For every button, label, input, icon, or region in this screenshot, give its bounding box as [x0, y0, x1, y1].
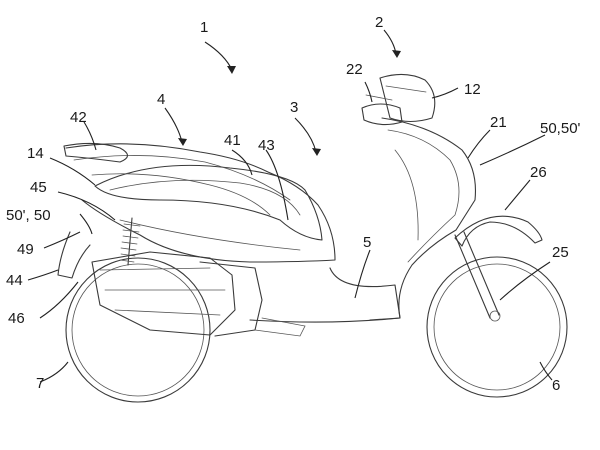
label-26: 26	[530, 164, 547, 181]
label-6: 6	[552, 377, 560, 394]
label-41: 41	[224, 132, 241, 149]
label-2: 2	[375, 14, 383, 31]
label-5: 5	[363, 234, 371, 251]
rear-mudguard	[57, 231, 91, 279]
label-44: 44	[6, 272, 23, 289]
label-12: 12	[464, 81, 481, 98]
label-49: 49	[17, 241, 34, 258]
label-7: 7	[36, 375, 44, 392]
label-3: 3	[290, 99, 298, 116]
grab-rail	[63, 142, 129, 163]
label-22: 22	[346, 61, 363, 78]
label-25: 25	[552, 244, 569, 261]
rear-shock-absorber	[119, 217, 141, 266]
reference-numerals: 1 2 3 4 22 12 42 41 43 21 50,50' 14 26 4…	[6, 14, 581, 394]
label-42: 42	[70, 109, 87, 126]
leader-lines	[27, 29, 553, 383]
label-50-50prime: 50,50'	[540, 120, 581, 137]
front-shield	[369, 117, 477, 321]
rear-wheel	[65, 257, 211, 403]
front-fork	[454, 231, 501, 322]
label-4: 4	[157, 91, 165, 108]
label-21: 21	[490, 114, 507, 131]
label-1: 1	[200, 19, 208, 36]
rear-body	[65, 143, 336, 263]
front-mudguard	[454, 215, 543, 247]
front-wheel	[426, 256, 568, 398]
footboard	[249, 267, 401, 323]
label-45: 45	[30, 179, 47, 196]
label-14: 14	[27, 145, 44, 162]
engine-unit	[91, 251, 306, 337]
seat	[94, 164, 323, 241]
handlebar-assembly	[361, 73, 436, 126]
label-46: 46	[8, 310, 25, 327]
label-50prime-50: 50', 50	[6, 207, 51, 224]
label-43: 43	[258, 137, 275, 154]
